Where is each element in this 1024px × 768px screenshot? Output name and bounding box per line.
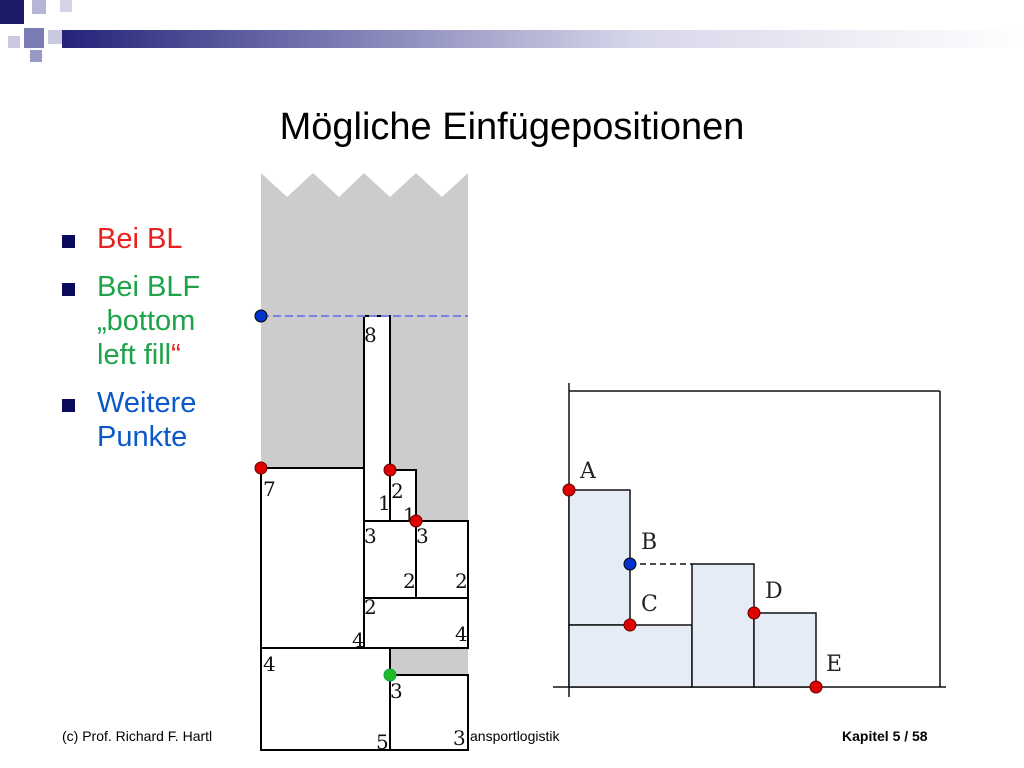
bullet-weitere-text: Weitere Punkte: [97, 387, 197, 453]
corner-point-d: [747, 606, 761, 620]
strip-packing-diagram: 8 7 1 2 1 3 3 2 2 2 4 4 4 3 5 3: [254, 173, 469, 754]
piece-7: [260, 467, 365, 649]
blf-position-point: [254, 461, 268, 475]
corner-point-c: [623, 618, 637, 632]
corner-label-e: E: [826, 652, 842, 677]
piece-label: 3: [364, 524, 377, 548]
placed-box-d: [691, 563, 755, 688]
piece-label: 4: [263, 652, 276, 676]
piece-label: 5: [376, 730, 389, 754]
bullet-bl: Bei BL: [60, 222, 240, 256]
piece-label: 3: [416, 524, 429, 548]
bullet-blf-quote: “: [171, 339, 181, 371]
bullet-square-icon: [62, 235, 75, 248]
piece-label: 3: [453, 726, 466, 750]
bullet-list: Bei BL Bei BLF „bottom left fill“ Weiter…: [60, 222, 240, 468]
piece-3-left: [363, 520, 417, 599]
piece-label: 4: [352, 628, 365, 652]
bl-position-point: [254, 309, 268, 323]
blf-position-point: [383, 463, 397, 477]
header-gradient-bar: [62, 30, 1024, 48]
bullet-bl-text: Bei BL: [97, 223, 183, 255]
piece-label: 1: [378, 491, 391, 515]
bullet-weitere: Weitere Punkte: [60, 386, 240, 454]
piece-4: [260, 647, 391, 751]
placed-box-e: [753, 612, 817, 688]
corner-point-b: [623, 557, 637, 571]
other-position-point: [383, 668, 397, 682]
piece-label: 2: [391, 479, 404, 503]
bullet-square-icon: [62, 283, 75, 296]
piece-label: 2: [455, 569, 468, 593]
footer-author: (c) Prof. Richard F. Hartl: [62, 728, 213, 744]
placed-box-a: [568, 489, 631, 626]
slide-title: Mögliche Einfügepositionen: [279, 106, 745, 148]
footer-page-number: Kapitel 5 / 58: [842, 728, 928, 744]
piece-label: 8: [364, 323, 377, 347]
bullet-square-icon: [62, 399, 75, 412]
piece-2-wide: [363, 597, 469, 649]
corner-points-diagram: A B C D E: [553, 383, 946, 697]
corner-label-b: B: [641, 530, 657, 555]
piece-label: 3: [390, 679, 403, 703]
corner-label-c: C: [641, 592, 658, 617]
piece-1-small: [389, 469, 417, 522]
corner-point-a: [562, 483, 576, 497]
placed-box-c: [568, 624, 693, 688]
piece-label: 4: [455, 622, 468, 646]
bullet-blf-text: Bei BLF „bottom left fill: [97, 271, 201, 371]
piece-label: 7: [263, 477, 276, 501]
bullet-blf: Bei BLF „bottom left fill“: [60, 270, 240, 372]
corner-decoration: [0, 0, 80, 64]
corner-point-e: [809, 680, 823, 694]
corner-label-a: A: [579, 459, 597, 484]
footer-course: ansportlogistik: [470, 728, 560, 744]
piece-label: 2: [403, 569, 416, 593]
piece-label: 2: [364, 595, 377, 619]
piece-3-bottom: [389, 674, 469, 751]
blf-position-point: [409, 514, 423, 528]
corner-label-d: D: [765, 579, 783, 604]
